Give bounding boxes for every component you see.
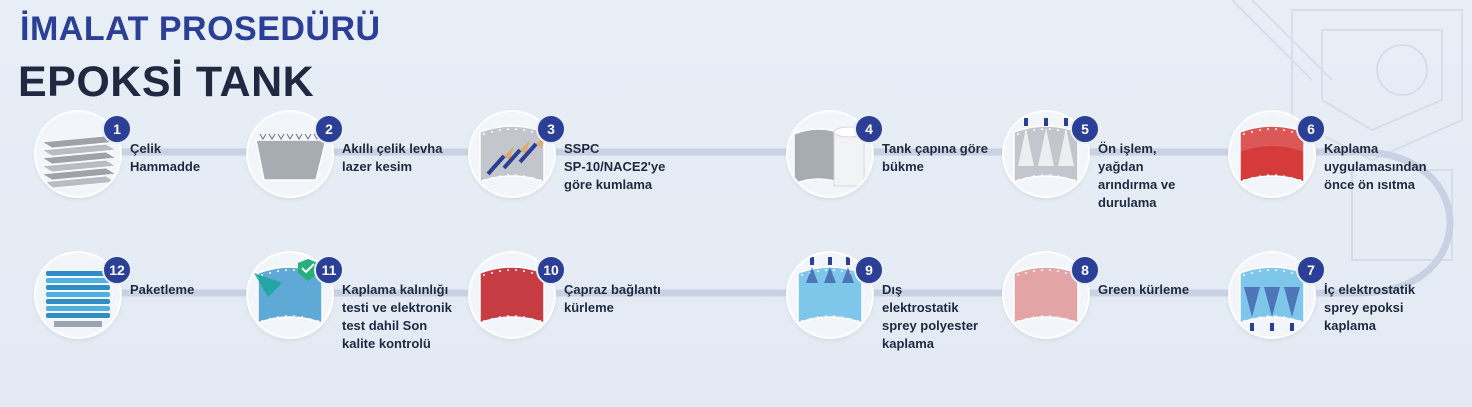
step-number-badge: 4 (854, 114, 884, 144)
step-label: SSPC SP-10/NACE2'ye göre kumlama (564, 141, 666, 192)
step-label: Dış elektrostatik sprey polyester kaplam… (882, 282, 979, 351)
step-number-badge: 9 (854, 255, 884, 285)
step-label: İç elektrostatik sprey epoksi kaplama (1324, 282, 1416, 333)
step-number-badge: 10 (536, 255, 566, 285)
step-label: Green kürleme (1098, 282, 1190, 297)
pretreatment-spray-icon (1004, 112, 1088, 196)
step-label: Akıllı çelik levha lazer kesim (342, 141, 443, 174)
step-label: Kaplama kalınlığı testi ve elektronik te… (342, 282, 452, 351)
step-number-badge: 11 (314, 255, 344, 285)
step-number-badge: 1 (102, 114, 132, 144)
page-title-line1: İMALAT PROSEDÜRÜ (20, 10, 381, 48)
step-number-badge: 5 (1070, 114, 1100, 144)
step-number-badge: 7 (1296, 255, 1326, 285)
step-number-badge: 8 (1070, 255, 1100, 285)
step-number-badge: 6 (1296, 114, 1326, 144)
step-label: Kaplama uygulamasından önce ön ısıtma (1324, 141, 1427, 192)
step-number-badge: 2 (314, 114, 344, 144)
step-number-badge: 3 (536, 114, 566, 144)
step-label: Çapraz bağlantı kürleme (564, 282, 661, 315)
background-machinery-decoration (1231, 0, 1463, 261)
step-label: Çelik Hammadde (130, 141, 201, 174)
page-title-line2: EPOKSİ TANK (18, 58, 315, 106)
step-label: Paketleme (130, 282, 195, 297)
step-number-badge: 12 (102, 255, 132, 285)
step-label: Ön işlem, yağdan arındırma ve durulama (1098, 141, 1176, 210)
step-label: Tank çapına göre bükme (882, 141, 988, 174)
